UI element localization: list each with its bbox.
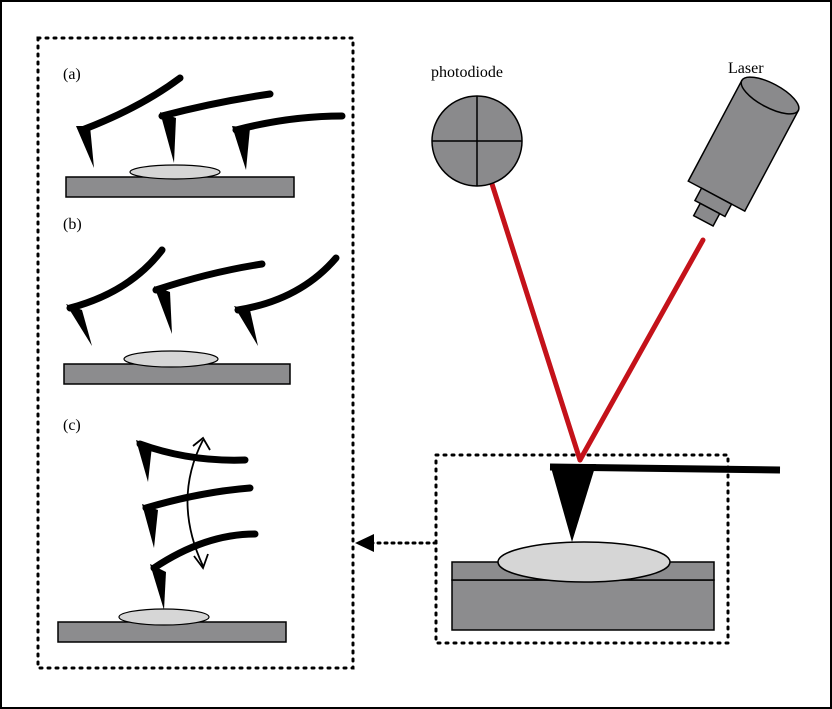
zoom-link-arrowhead xyxy=(355,534,374,552)
panel-a: (a) xyxy=(63,66,346,198)
panel-c-tip-2 xyxy=(142,504,158,548)
panel-b-tip-2 xyxy=(154,286,172,334)
setup-substrate-base xyxy=(451,579,715,631)
panel-a-tip-3 xyxy=(232,126,250,170)
laser-nozzle-2 xyxy=(692,202,721,228)
modes-inset-box xyxy=(36,36,355,670)
panel-c-tip-3 xyxy=(150,564,166,610)
laser-body-top xyxy=(740,76,800,115)
panel-c-oscillation-arrow xyxy=(186,439,204,567)
panel-a-tip-2 xyxy=(160,112,176,163)
panel-c-cantilever-3 xyxy=(150,530,259,572)
panel-c-cantilever-1 xyxy=(136,440,249,464)
setup-sample xyxy=(497,541,671,583)
panel-c-arrowhead-bottom xyxy=(193,553,209,570)
panel-a-tip-1 xyxy=(76,126,94,168)
panel-b-cantilever-1 xyxy=(66,246,166,312)
panel-a-sample xyxy=(129,164,221,180)
panel-a-cantilever-1 xyxy=(78,74,184,134)
laser-label: Laser xyxy=(728,60,764,77)
panel-b-label: (b) xyxy=(63,216,82,233)
panel-b: (b) xyxy=(63,216,340,385)
panel-a-cantilever-2 xyxy=(158,90,274,120)
panel-b-cantilever-3 xyxy=(234,254,340,314)
panel-c-tip-1 xyxy=(136,440,152,482)
panel-a-substrate xyxy=(65,176,295,198)
panel-b-tip-1 xyxy=(66,304,92,346)
laser-beam-reflected xyxy=(475,137,583,463)
panel-c: (c) xyxy=(57,417,287,643)
panel-b-cantilever-2 xyxy=(152,260,266,294)
photodiode-label: photodiode xyxy=(431,64,503,81)
panel-c-sample xyxy=(118,608,210,626)
panel-b-sample xyxy=(123,350,219,368)
setup-tip xyxy=(550,464,596,542)
laser-beam-incident xyxy=(577,237,706,463)
laser-source: Laser xyxy=(687,60,800,228)
panel-c-cantilever-2 xyxy=(142,484,254,512)
photodiode: photodiode xyxy=(431,64,523,187)
panel-c-label: (c) xyxy=(63,417,81,434)
panel-a-cantilever-3 xyxy=(232,112,346,134)
panel-c-arrowhead-top xyxy=(192,436,211,451)
panel-b-tip-3 xyxy=(234,306,258,346)
panel-a-label: (a) xyxy=(63,66,81,83)
